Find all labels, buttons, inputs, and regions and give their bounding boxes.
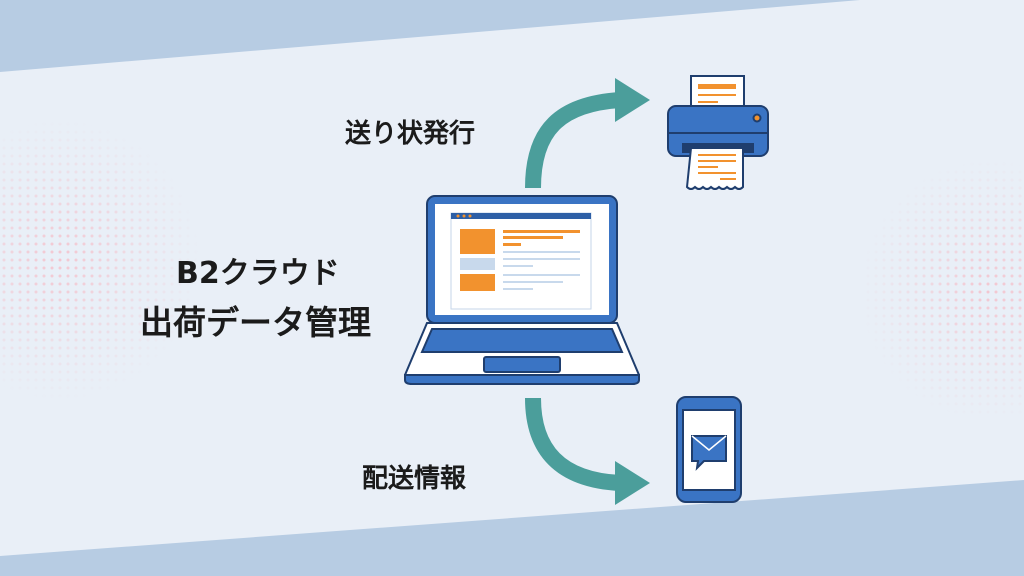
top-band [0, 0, 1024, 72]
arrow-to-phone [525, 397, 650, 505]
dot-pattern [0, 100, 220, 400]
bottom-band [0, 480, 1024, 576]
smartphone-mail-icon [676, 396, 742, 503]
title-line-2: 出荷データ管理 [140, 303, 371, 342]
laptop-icon [403, 195, 641, 385]
issue-waybill-label: 送り状発行 [345, 119, 476, 149]
delivery-info-label: 配送情報 [362, 464, 467, 494]
title-line-1: B2クラウド [176, 256, 340, 291]
dot-pattern [860, 150, 1024, 450]
arrow-to-printer [525, 78, 650, 189]
printer-icon [667, 75, 769, 190]
